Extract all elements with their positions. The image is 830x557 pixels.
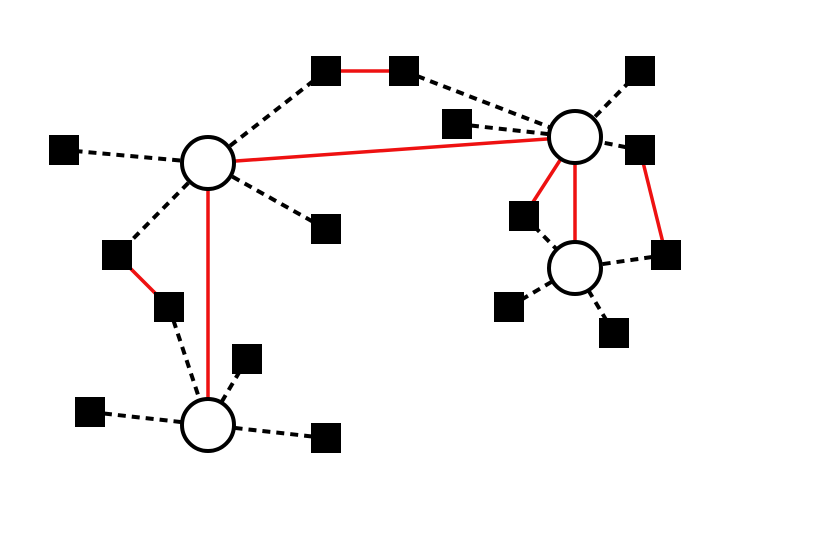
leaf-node-a2	[311, 56, 341, 86]
hub-node-D	[547, 240, 603, 296]
hub-node-A	[180, 135, 236, 191]
edge-dashed-b3-B	[574, 135, 641, 152]
leaf-node-b3	[625, 135, 655, 165]
leaf-node-d2	[651, 240, 681, 270]
edge-dashed-A-a4	[207, 161, 327, 231]
leaf-node-b2	[625, 56, 655, 86]
edge-solid-b3-d2	[638, 149, 668, 256]
leaf-node-c3	[311, 423, 341, 453]
edge-dashed-a3-B	[403, 69, 576, 139]
leaf-node-a6	[154, 292, 184, 322]
leaf-node-a3	[389, 56, 419, 86]
leaf-node-d1	[509, 201, 539, 231]
leaf-node-d4	[599, 318, 629, 348]
leaf-node-d3	[494, 292, 524, 322]
nodes-layer	[49, 56, 681, 453]
leaf-node-a5	[102, 240, 132, 270]
leaf-node-c1	[232, 344, 262, 374]
edge-solid-A-B	[207, 135, 576, 165]
leaf-node-a1	[49, 135, 79, 165]
hub-node-B	[547, 109, 603, 165]
leaf-node-a4	[311, 214, 341, 244]
leaf-node-c2	[75, 397, 105, 427]
leaf-node-b1	[442, 109, 472, 139]
hub-node-C	[180, 397, 236, 453]
edge-dashed-A-a1	[63, 148, 209, 165]
edge-dashed-A-a2	[206, 69, 328, 165]
